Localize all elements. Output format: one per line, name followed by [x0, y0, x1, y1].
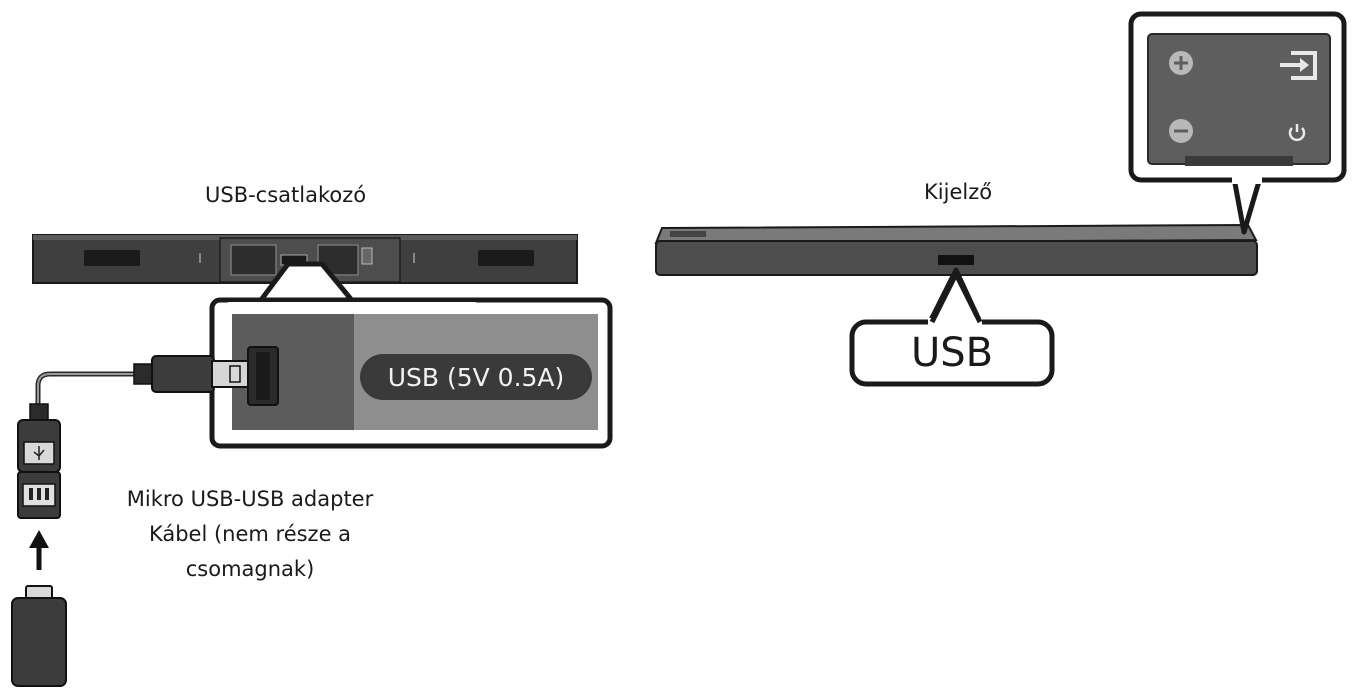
soundbar-front	[654, 223, 1258, 276]
adapter-label-line-2: Kábel (nem része a	[148, 522, 352, 546]
port-label-pill	[360, 354, 592, 400]
usb-connector-label: USB-csatlakozó	[205, 183, 367, 207]
display-window	[938, 255, 974, 265]
control-panel-callout	[1128, 11, 1347, 235]
rear-grip-right	[478, 250, 534, 266]
input-source-icon	[1280, 51, 1317, 80]
rear-port-a	[230, 244, 277, 276]
usb-a-plug	[151, 355, 215, 393]
soundbar-rear	[32, 234, 578, 284]
power-icon	[1288, 124, 1306, 142]
port-label: USB (5V 0.5A)	[387, 362, 565, 392]
micro-usb-adapter	[17, 403, 61, 519]
rear-grip-left	[84, 250, 140, 266]
micro-usb-plug	[11, 585, 67, 687]
adapter-label-line-1: Mikro USB-USB adapter	[126, 487, 374, 511]
usb-cable	[35, 355, 249, 404]
arrow-up-icon	[29, 530, 49, 570]
adapter-label: Mikro USB-USB adapter Kábel (nem része a…	[100, 482, 400, 587]
adapter-label-line-3: csomagnak)	[185, 557, 315, 581]
plus-icon	[1169, 51, 1193, 75]
display-label: Kijelző	[924, 180, 993, 204]
usb-callout-label: USB	[910, 330, 994, 376]
usb-callout	[849, 267, 1055, 387]
minus-icon	[1169, 119, 1193, 143]
